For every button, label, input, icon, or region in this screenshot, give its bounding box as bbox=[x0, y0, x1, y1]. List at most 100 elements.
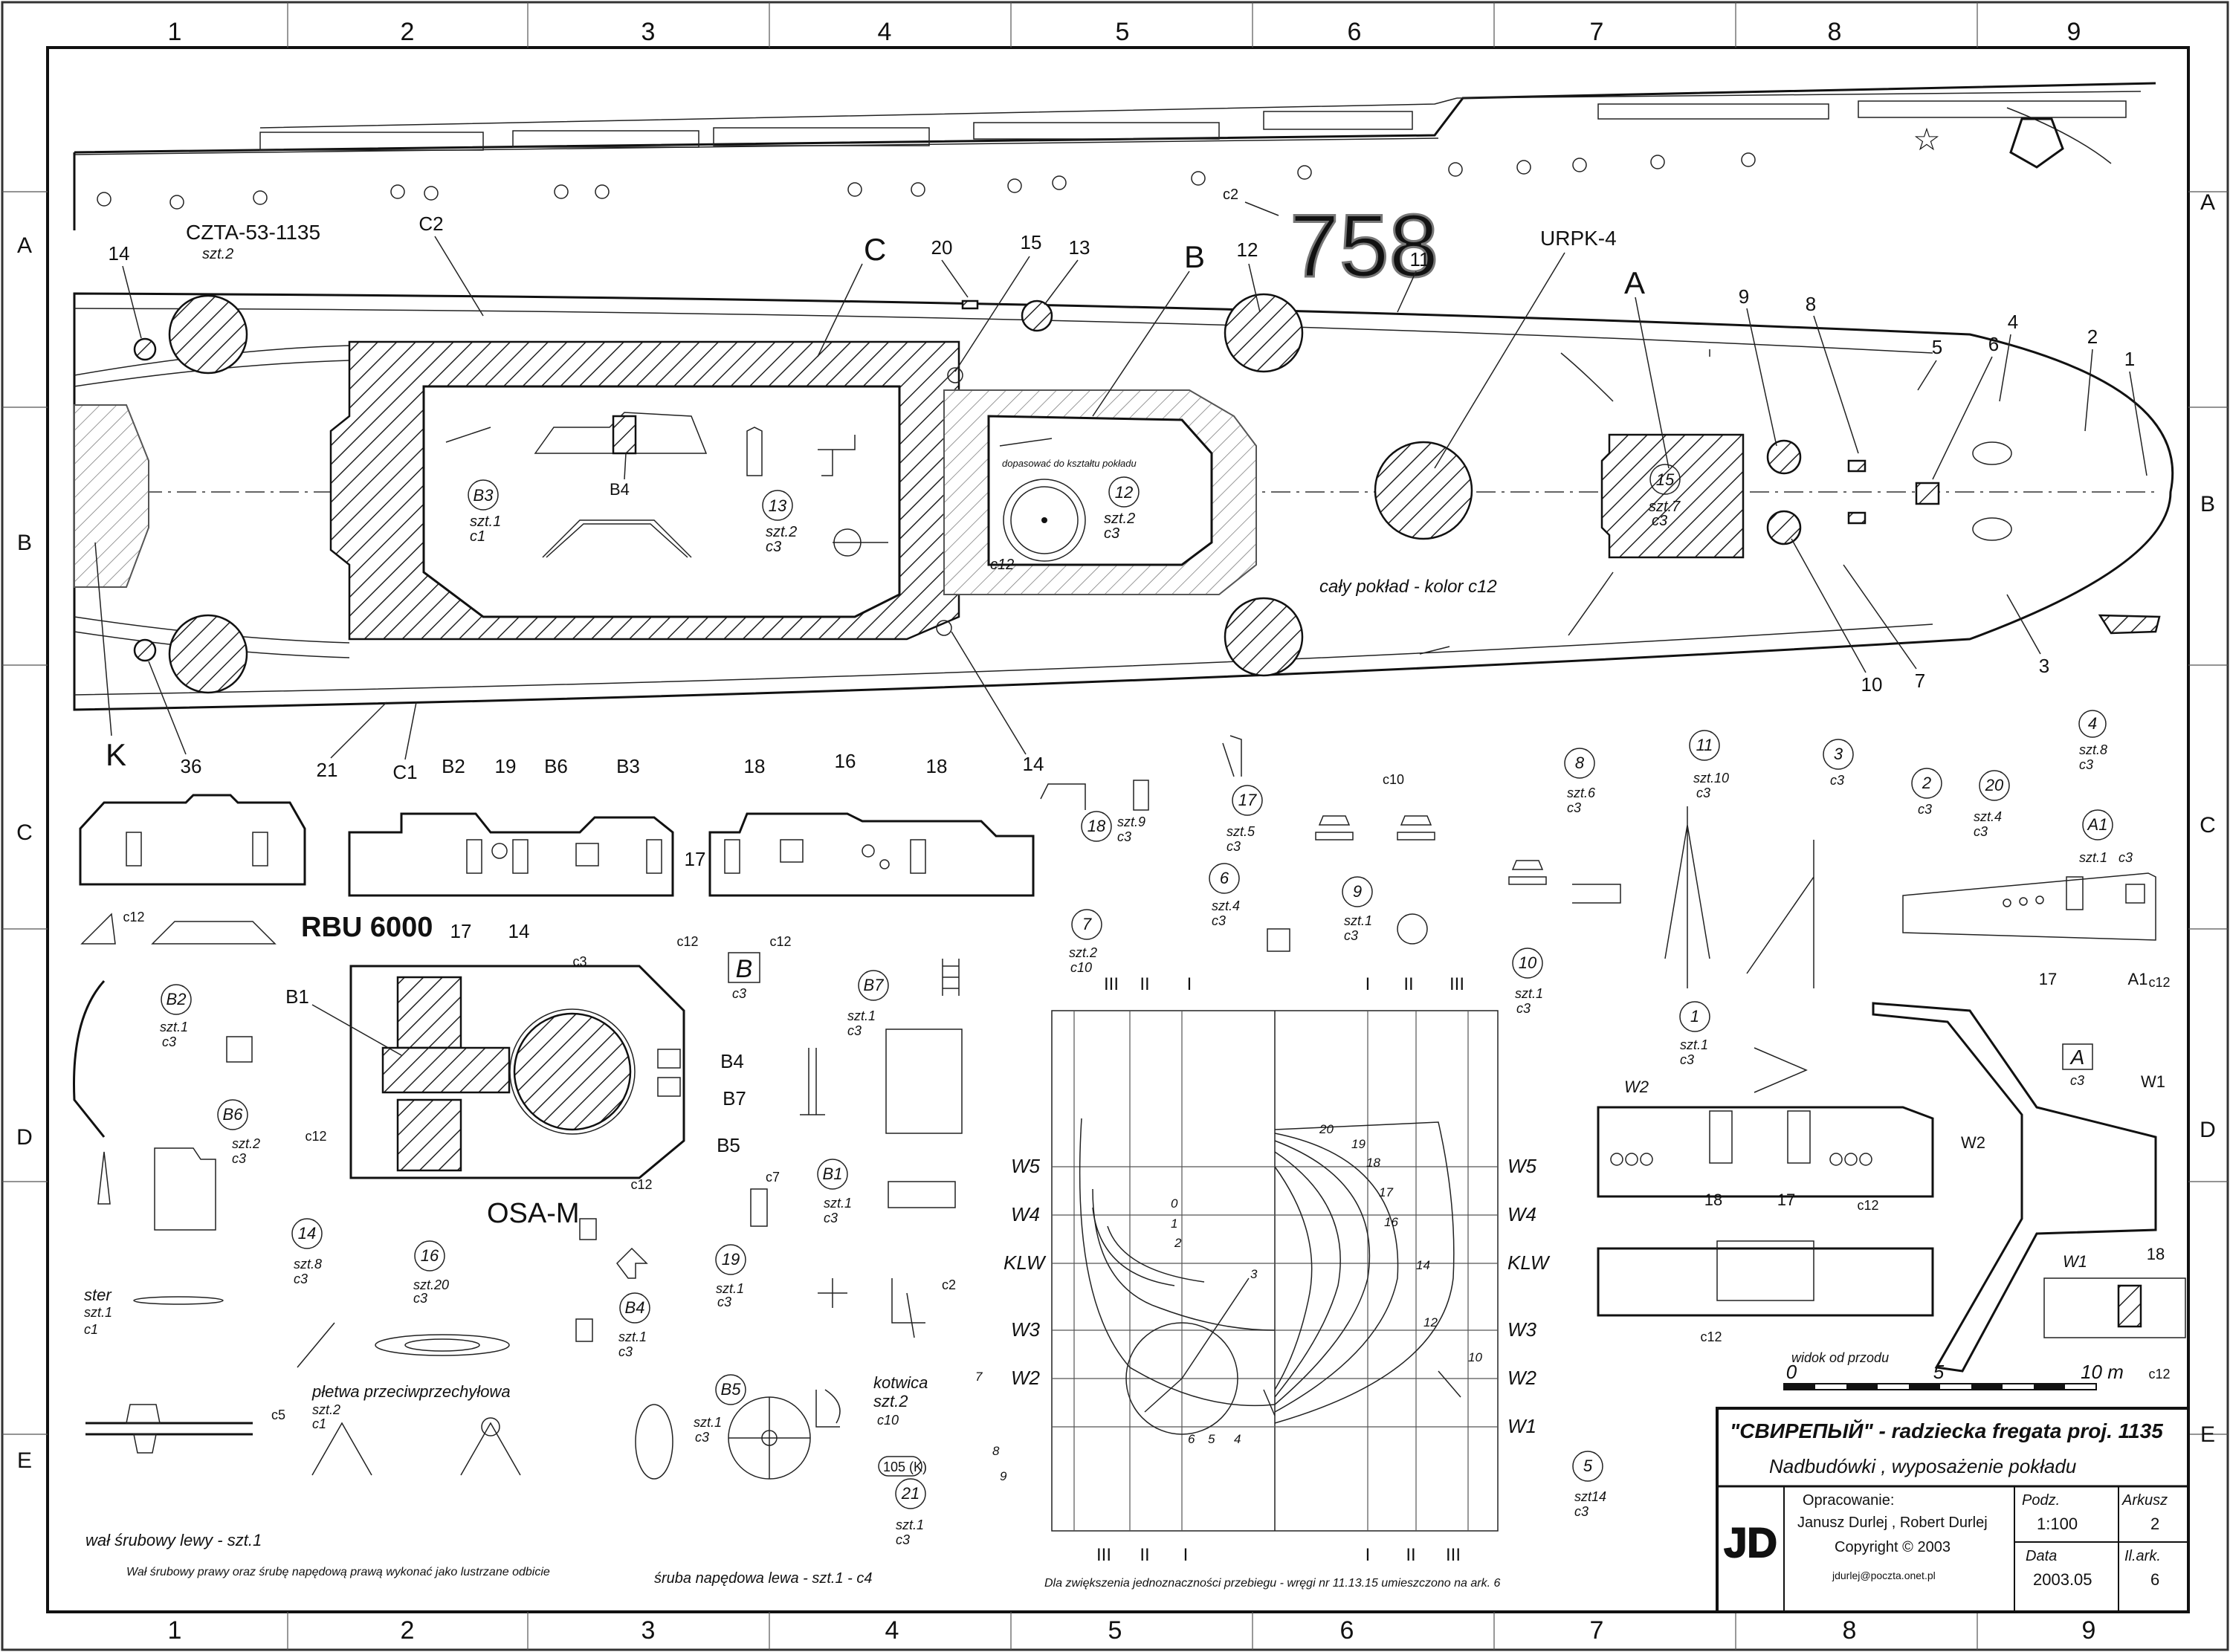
label-text: 12 bbox=[1423, 1315, 1438, 1329]
deck-part-tags: B3 szt.1 c1 B4 13 szt.2 c3 12 szt.2 c3 c… bbox=[468, 453, 1681, 573]
zone-label-a: A bbox=[1624, 265, 1645, 300]
label-text: szt.20 bbox=[413, 1277, 449, 1292]
part-qty: szt.2 bbox=[766, 524, 797, 540]
label-text: 17 bbox=[1238, 791, 1257, 809]
callout-18: 18 bbox=[744, 755, 766, 777]
label-text: szt.4 bbox=[1212, 898, 1240, 913]
date-value: 2003.05 bbox=[2033, 1570, 2092, 1589]
label-text: W5 bbox=[1011, 1155, 1041, 1177]
label-text: 18 bbox=[1704, 1191, 1722, 1209]
label-text: szt.2 bbox=[1069, 945, 1097, 960]
deck-fit-note: dopasować do kształtu pokładu bbox=[1002, 458, 1137, 469]
grid-row-label: C bbox=[2200, 813, 2216, 838]
deck-color-note: cały pokład - kolor c12 bbox=[1319, 577, 1497, 597]
label-text: szt.10 bbox=[1693, 771, 1729, 785]
label-text: 20 bbox=[1985, 776, 2004, 794]
label-text: KLW bbox=[1003, 1251, 1047, 1274]
label-text: B7 bbox=[864, 976, 885, 994]
part-id: 12 bbox=[1115, 483, 1133, 502]
email: jdurlej@poczta.onet.pl bbox=[1832, 1570, 1936, 1581]
title-rest: - radziecka fregata proj. 1135 bbox=[1873, 1419, 2164, 1442]
label-text: 1 bbox=[1171, 1217, 1177, 1231]
block-b-color: c3 bbox=[732, 986, 746, 1001]
label-text: 5 bbox=[1583, 1457, 1593, 1475]
deck-plan-view: 758 c2 CZTA-53-1135 szt.2 URPK-4 cały po… bbox=[73, 187, 2174, 783]
label-text: c3 bbox=[1830, 773, 1844, 788]
shaft-label: wał śrubowy lewy - szt.1 bbox=[85, 1531, 262, 1549]
label-text: szt.1 bbox=[2079, 850, 2107, 865]
block-b-label: B bbox=[736, 955, 753, 983]
label-text: szt.1 bbox=[824, 1196, 852, 1211]
scale-tick: 10 m bbox=[2081, 1361, 2124, 1383]
w1-label: W1 bbox=[2141, 1072, 2165, 1091]
label-c5: c5 bbox=[271, 1408, 285, 1422]
label-text: szt.5 bbox=[1226, 824, 1255, 839]
label-c12: c12 bbox=[305, 1129, 326, 1144]
label-text: W5 bbox=[1507, 1155, 1537, 1177]
callout-13: 13 bbox=[1069, 236, 1090, 259]
label-text: 5 bbox=[1208, 1432, 1215, 1446]
rudder-label: ster bbox=[84, 1286, 112, 1304]
part-qty: szt.7 bbox=[1649, 499, 1681, 515]
sheet-label: Arkusz bbox=[2121, 1492, 2168, 1509]
label-text: 10 bbox=[1519, 953, 1537, 972]
label-text: 14 bbox=[1416, 1258, 1430, 1272]
scale-label: Podz. bbox=[2022, 1492, 2060, 1509]
label-text: B5 bbox=[721, 1380, 742, 1399]
star-emblem: ☆ bbox=[1913, 122, 1941, 157]
grid-col-label: 1 bbox=[168, 18, 182, 46]
grid-col-label: 2 bbox=[401, 18, 415, 46]
urpk-label: URPK-4 bbox=[1540, 227, 1617, 250]
callout-11: 11 bbox=[1410, 248, 1430, 271]
label-c12: c12 bbox=[123, 910, 144, 924]
label-text: 14 bbox=[298, 1224, 316, 1243]
grid-col-label: 1 bbox=[168, 1616, 182, 1645]
zone-label-k: K bbox=[106, 737, 126, 772]
hull-number: 758 bbox=[1290, 196, 1438, 296]
label-text: szt.1 bbox=[1680, 1037, 1708, 1052]
label-text: c3 bbox=[1516, 1001, 1531, 1016]
part-3: 3c3 bbox=[1823, 739, 1854, 788]
label-text: c12 bbox=[2148, 975, 2170, 990]
callout-b3: B3 bbox=[616, 755, 640, 777]
tag-circle bbox=[762, 490, 793, 521]
callout-17: 17 bbox=[685, 848, 706, 870]
label-c12: c12 bbox=[990, 557, 1014, 573]
label-text: c3 bbox=[847, 1023, 862, 1038]
authors: Janusz Durlej , Robert Durlej bbox=[1797, 1515, 1988, 1531]
czta-qty: szt.2 bbox=[202, 246, 233, 262]
label-text: I bbox=[1187, 974, 1192, 994]
label-text: 7 bbox=[1082, 915, 1092, 933]
grid-row-label: D bbox=[2200, 1118, 2216, 1142]
superstructure-callouts: B2 19 B6 B3 18 16 18 17 17 14 c12 c12 c1… bbox=[123, 750, 947, 949]
label-text: 9 bbox=[1000, 1469, 1007, 1483]
anchor-color: c10 bbox=[877, 1413, 899, 1428]
part-2: 2c3 bbox=[1911, 768, 1942, 817]
callout-16: 16 bbox=[835, 750, 856, 772]
label-text: c3 bbox=[162, 1034, 176, 1049]
hull-side-view: ☆ bbox=[73, 82, 2156, 230]
propeller-label: śruba napędowa lewa - szt.1 - c4 bbox=[654, 1570, 873, 1587]
label-text: 8 bbox=[992, 1444, 1000, 1458]
part-qty: szt.2 bbox=[1104, 511, 1135, 527]
label-text: c3 bbox=[1974, 824, 1988, 839]
grid-row-labels: A B C D E A B C D E bbox=[16, 190, 2216, 1473]
grid-row-label: C bbox=[16, 820, 33, 845]
callout-1: 1 bbox=[2124, 348, 2135, 370]
label-text: c12 bbox=[2148, 1367, 2170, 1381]
grid-row-label: E bbox=[17, 1448, 32, 1473]
label-text: c3 bbox=[1226, 839, 1241, 854]
label-text: 0 bbox=[1171, 1196, 1178, 1211]
label-text: c3 bbox=[232, 1151, 246, 1166]
label-text: W2 bbox=[1011, 1367, 1041, 1389]
label-text: szt.2 bbox=[232, 1136, 260, 1151]
label-text: c3 bbox=[413, 1291, 427, 1306]
label-text: 6 bbox=[1188, 1432, 1195, 1446]
label-text: II bbox=[1140, 1545, 1149, 1565]
